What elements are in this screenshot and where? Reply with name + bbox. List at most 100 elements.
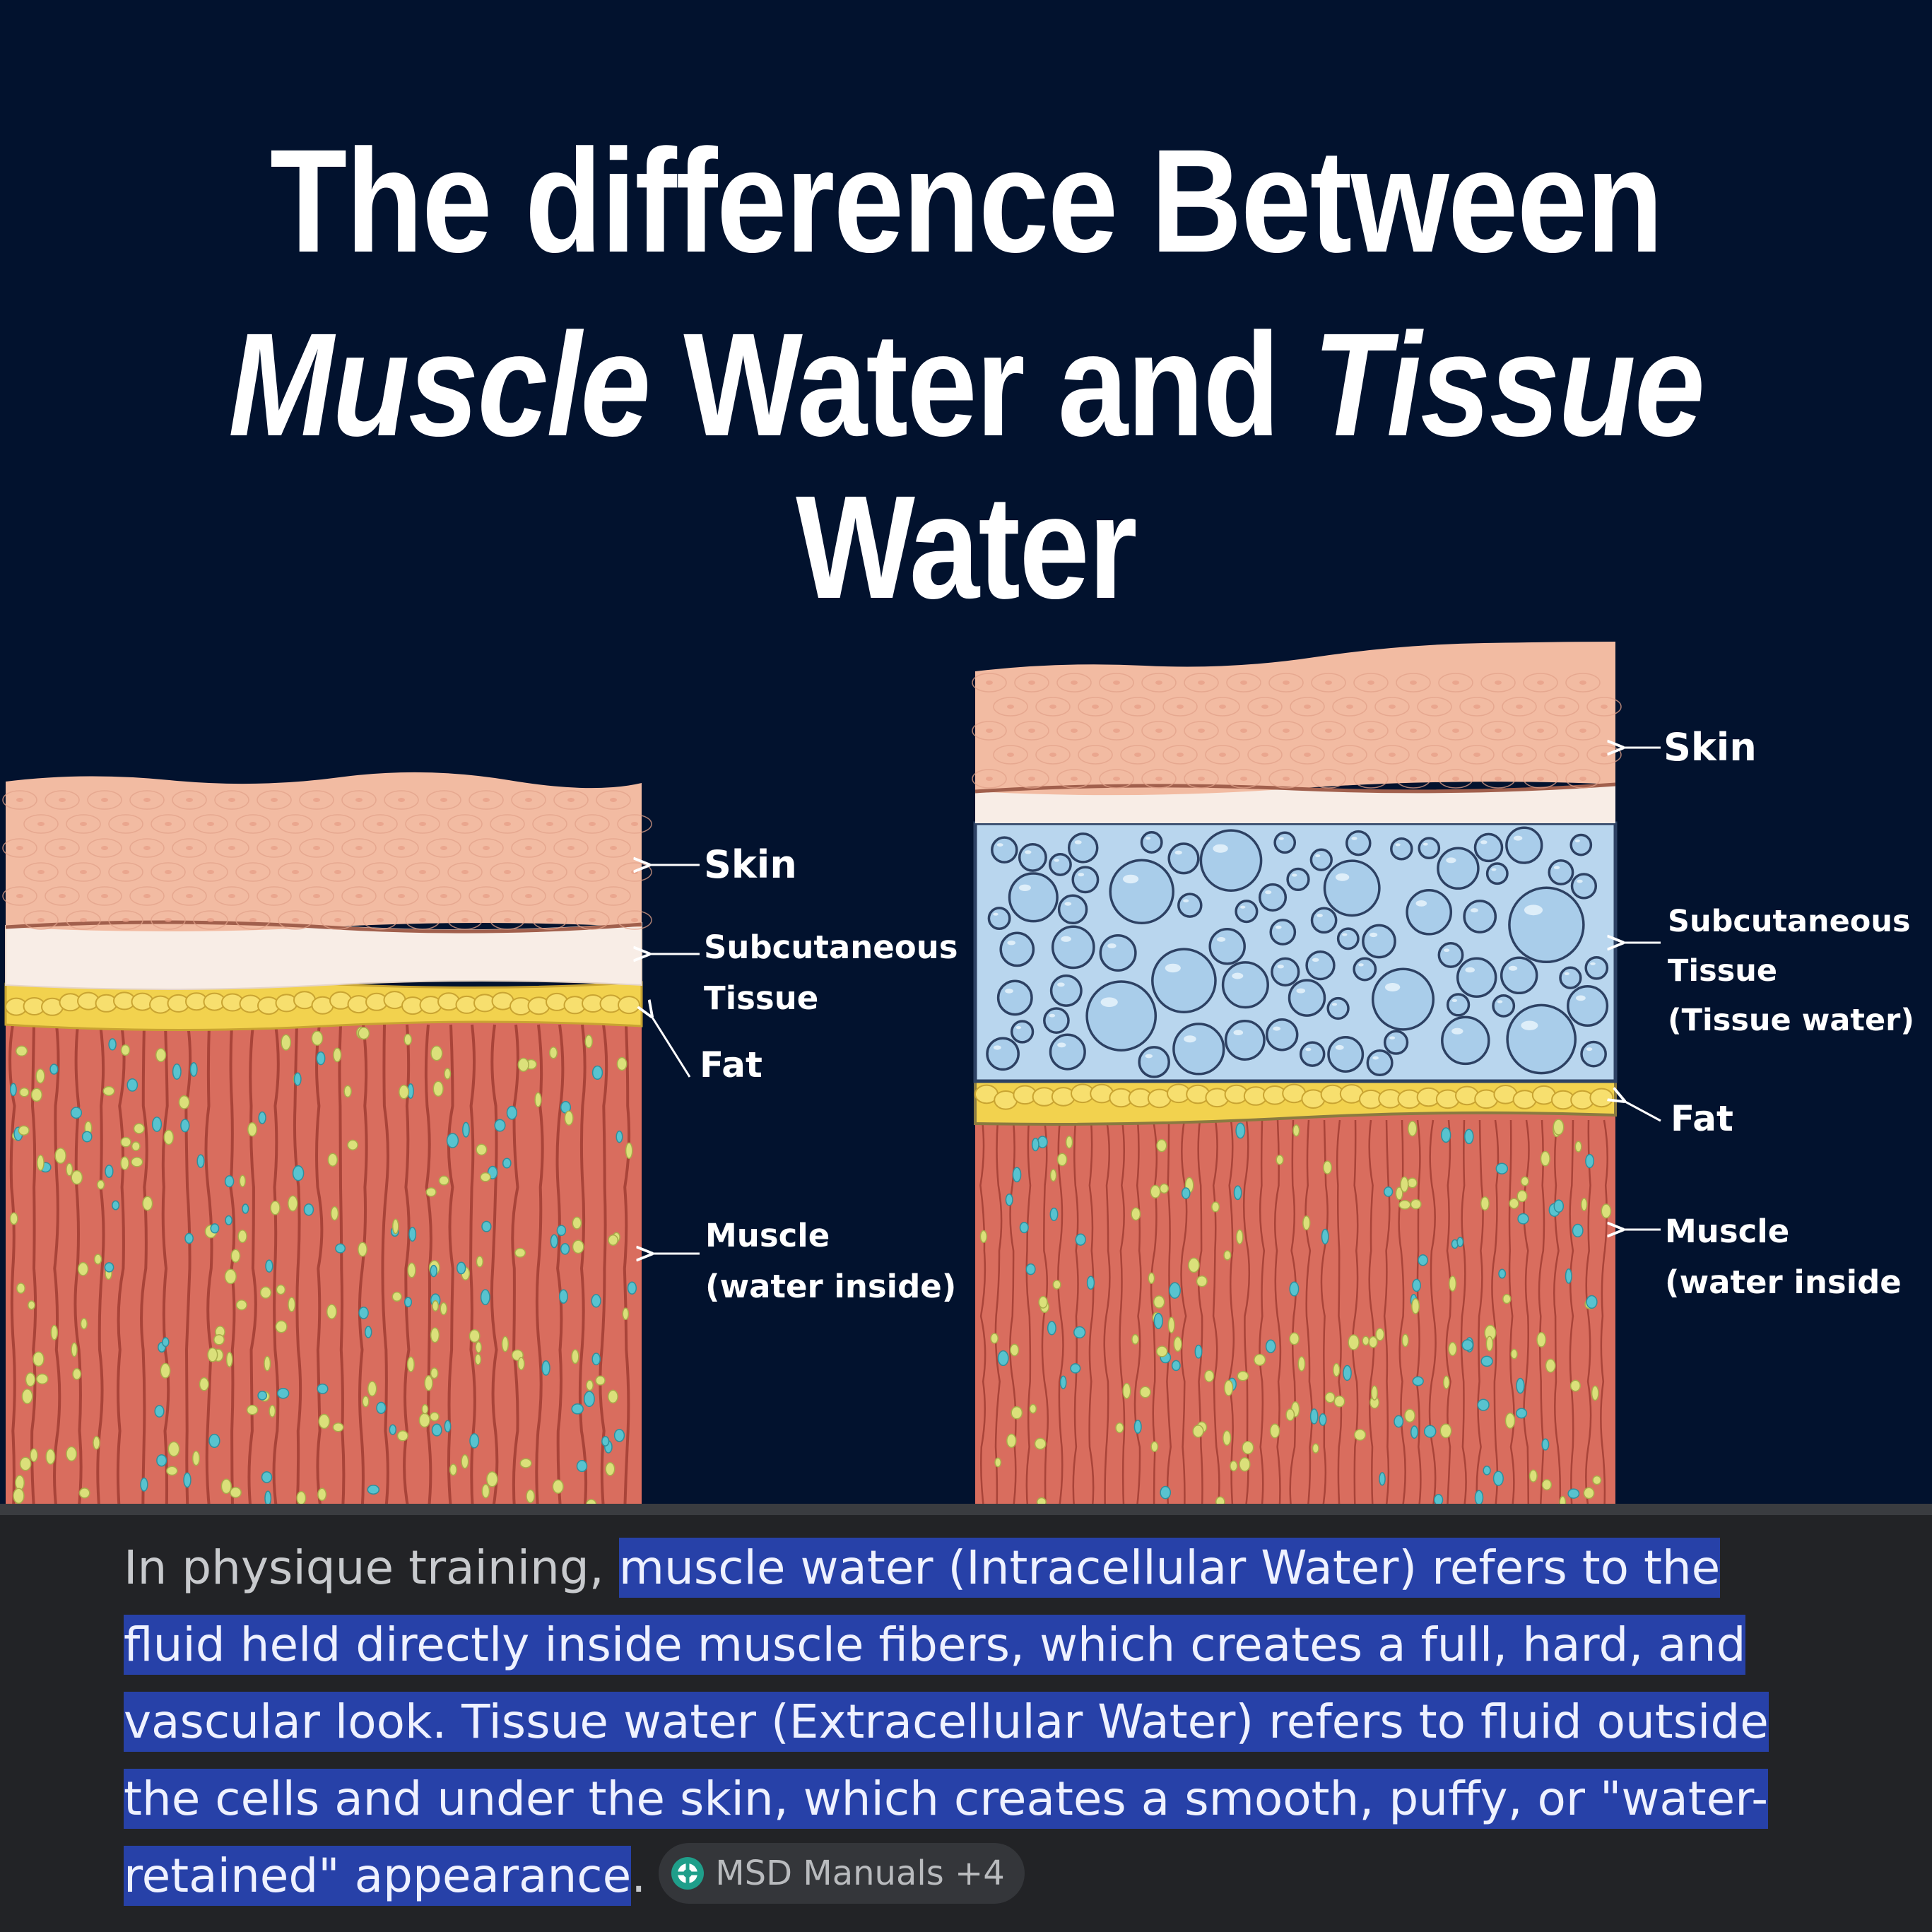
muscle-fiber-line bbox=[1227, 1119, 1235, 1512]
water-droplet bbox=[120, 1044, 131, 1056]
left-skin-cells bbox=[2, 790, 652, 930]
water-droplet bbox=[1498, 1268, 1507, 1279]
water-droplet bbox=[261, 1471, 273, 1483]
skin-cell-nucleus bbox=[567, 846, 575, 850]
skin-cell bbox=[553, 790, 589, 810]
water-droplet bbox=[1375, 1328, 1385, 1341]
skin-cell bbox=[1141, 673, 1177, 693]
skin-cell bbox=[1459, 745, 1495, 765]
skin-cell-nucleus bbox=[1092, 705, 1099, 709]
bubble-highlight bbox=[1312, 958, 1319, 962]
skin-cell-nucleus bbox=[1304, 705, 1311, 709]
skin-cell-nucleus bbox=[631, 870, 638, 874]
skin-cell-nucleus bbox=[1495, 729, 1502, 733]
water-droplet bbox=[276, 1284, 286, 1295]
water-droplet bbox=[1115, 1422, 1124, 1434]
right-skin-border bbox=[974, 782, 1616, 794]
skin-cell-nucleus bbox=[1516, 753, 1523, 757]
skin-cell bbox=[257, 886, 292, 906]
bubble-highlight bbox=[1331, 1003, 1338, 1006]
water-droplet bbox=[1153, 1295, 1165, 1309]
muscle-fiber-line bbox=[578, 1024, 588, 1512]
bubble-highlight bbox=[1369, 932, 1378, 938]
right-fat-arrow bbox=[1624, 1101, 1661, 1122]
water-droplet bbox=[367, 1485, 380, 1495]
water-droplet bbox=[1160, 1485, 1172, 1500]
muscle-fiber-line bbox=[293, 1024, 302, 1512]
water-droplet bbox=[13, 1488, 25, 1504]
water-droplet bbox=[1517, 1213, 1529, 1225]
water-droplet bbox=[183, 1472, 192, 1488]
water-droplet bbox=[296, 1490, 307, 1505]
water-droplet bbox=[376, 1401, 387, 1414]
bubble-highlight bbox=[1342, 933, 1348, 936]
water-droplet bbox=[1049, 1169, 1057, 1182]
water-droplet bbox=[247, 1121, 257, 1137]
water-droplet bbox=[550, 1234, 558, 1249]
water-droplet bbox=[192, 1450, 201, 1466]
skin-cell-nucleus bbox=[1389, 705, 1396, 709]
water-droplet bbox=[208, 1433, 220, 1448]
skin-cell bbox=[405, 910, 440, 930]
left-label-muscle-1: Muscle bbox=[705, 1217, 830, 1254]
skin-cell-nucleus bbox=[271, 894, 278, 898]
tissue-water-bubble bbox=[1067, 832, 1099, 864]
tissue-water-bubble bbox=[1570, 873, 1598, 900]
water-droplet bbox=[1073, 1326, 1086, 1339]
skin-cell bbox=[1035, 697, 1071, 717]
water-droplet bbox=[1056, 1153, 1068, 1167]
water-droplet bbox=[541, 1360, 550, 1376]
tissue-water-bubble bbox=[1271, 957, 1300, 986]
skin-cell-nucleus bbox=[546, 918, 553, 922]
water-droplet bbox=[104, 1262, 114, 1273]
water-droplet bbox=[1411, 1297, 1420, 1314]
water-droplet bbox=[979, 1230, 988, 1244]
skin-cell bbox=[193, 910, 228, 930]
tissue-water-bubble bbox=[1199, 829, 1263, 893]
tissue-water-bubble bbox=[1043, 1007, 1070, 1034]
water-droplet bbox=[184, 1232, 194, 1244]
skin-cell bbox=[23, 910, 59, 930]
skin-cell bbox=[532, 814, 567, 834]
skin-cell bbox=[1459, 697, 1495, 717]
tissue-water-bubble bbox=[1309, 848, 1333, 871]
water-droplet bbox=[49, 1064, 59, 1075]
tissue-water-bubble bbox=[1500, 956, 1538, 995]
skin-cell bbox=[87, 790, 122, 810]
water-droplet bbox=[1569, 1379, 1581, 1392]
skin-cross-section-diagrams: Skin Subcutaneous Tissue Fat Muscle (wat… bbox=[2, 642, 1914, 1512]
water-droplet bbox=[30, 1448, 38, 1463]
skin-cell bbox=[2, 886, 37, 906]
muscle-fiber-line bbox=[1304, 1119, 1313, 1512]
skin-cell bbox=[363, 910, 398, 930]
skin-cell bbox=[341, 886, 377, 906]
water-droplet bbox=[21, 1388, 33, 1405]
bubble-highlight bbox=[1553, 866, 1560, 869]
skin-cell bbox=[490, 814, 525, 834]
bubble-highlight bbox=[1395, 843, 1401, 847]
skin-cell bbox=[1565, 721, 1601, 741]
water-droplet bbox=[564, 1110, 574, 1126]
water-droplet bbox=[591, 1353, 601, 1366]
water-droplet bbox=[1398, 1200, 1411, 1210]
water-droplet bbox=[19, 1087, 30, 1097]
water-droplet bbox=[1410, 1198, 1422, 1210]
water-droplet bbox=[156, 1454, 167, 1467]
water-droplet bbox=[9, 1212, 18, 1225]
muscle-fiber-line bbox=[1460, 1119, 1467, 1512]
skin-cell bbox=[108, 814, 143, 834]
water-droplet bbox=[1254, 1353, 1266, 1366]
bubble-highlight bbox=[1451, 999, 1458, 1002]
water-droplet bbox=[1038, 1295, 1048, 1309]
water-droplet bbox=[1049, 1207, 1059, 1221]
water-droplet bbox=[1148, 1272, 1155, 1284]
source-chip[interactable]: MSD Manuals +4 bbox=[659, 1842, 1025, 1904]
water-droplet bbox=[264, 1355, 271, 1372]
water-droplet bbox=[237, 1230, 247, 1243]
skin-cell-nucleus bbox=[589, 822, 596, 826]
bubble-highlight bbox=[1049, 1013, 1056, 1018]
skin-cell-nucleus bbox=[1028, 681, 1035, 685]
muscle-fiber-line bbox=[1553, 1119, 1562, 1512]
tissue-water-bubble bbox=[1048, 852, 1072, 876]
skin-cell-nucleus bbox=[1113, 681, 1120, 685]
